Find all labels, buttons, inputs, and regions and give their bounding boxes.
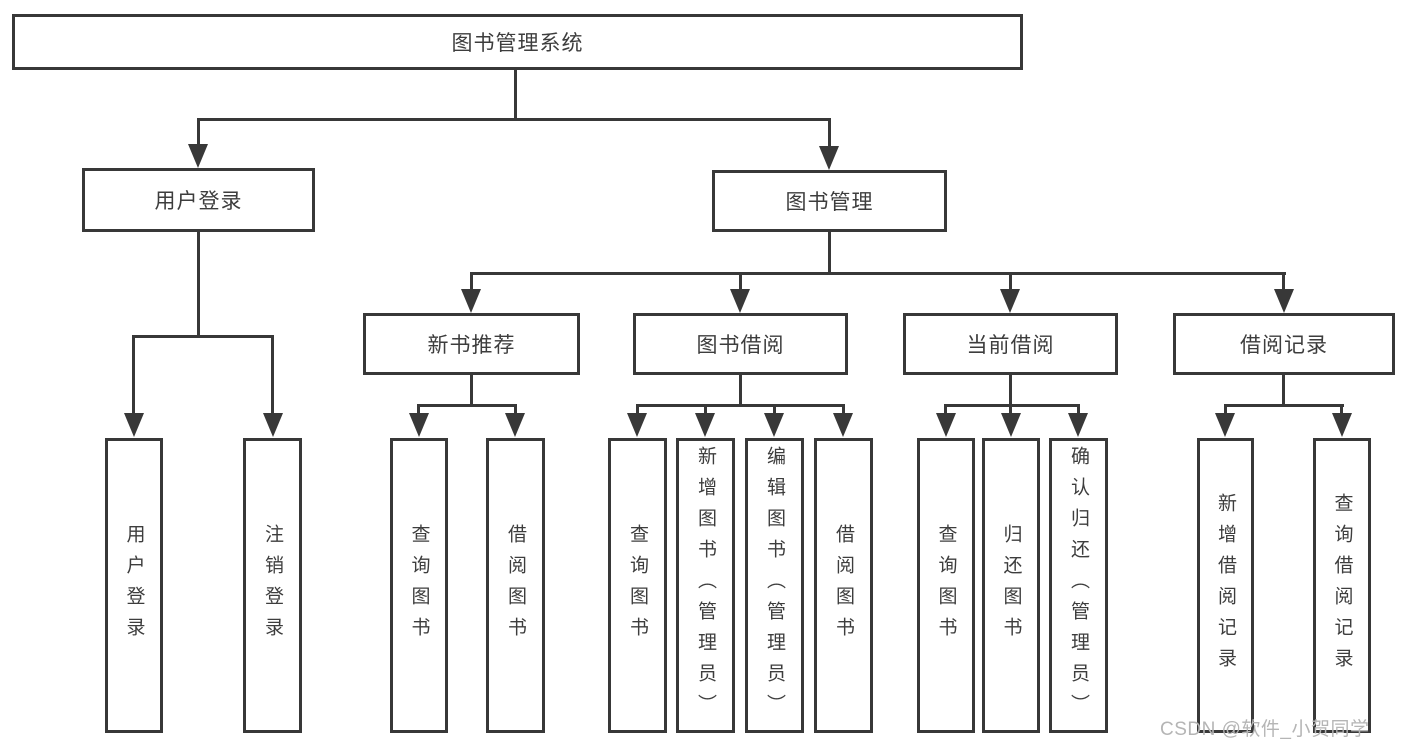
node-book-management: 图书管理 (712, 170, 947, 232)
leaf-return-books-label: 归还图书 (1000, 523, 1022, 648)
connector-line (197, 121, 200, 146)
leaf-borrow-query-books: 查询图书 (608, 438, 667, 733)
connector-line (828, 232, 831, 275)
connector-line (271, 338, 274, 413)
connector-line (944, 404, 1080, 407)
leaf-query-borrow-record: 查询借阅记录 (1313, 438, 1371, 733)
arrowhead-down-icon (819, 146, 839, 170)
leaf-borrow-books-label: 借阅图书 (833, 523, 854, 648)
arrowhead-down-icon (764, 413, 784, 437)
arrowhead-down-icon (1068, 413, 1088, 437)
leaf-user-login-label: 用户登录 (123, 523, 145, 648)
connector-line (1282, 275, 1285, 291)
leaf-confirm-return-admin-label: 确认归还（管理员） (1068, 446, 1089, 725)
connector-line (470, 272, 1286, 275)
node-borrow-records-label: 借阅记录 (1240, 334, 1328, 357)
connector-line (704, 407, 707, 414)
node-book-borrow: 图书借阅 (633, 313, 848, 375)
arrowhead-down-icon (1001, 413, 1021, 437)
node-current-borrow-label: 当前借阅 (966, 334, 1055, 357)
leaf-edit-books-admin: 编辑图书（管理员） (745, 438, 804, 733)
connector-line (944, 407, 947, 414)
leaf-logout: 注销登录 (243, 438, 302, 733)
leaf-return-books: 归还图书 (982, 438, 1040, 733)
connector-line (636, 407, 639, 414)
arrowhead-down-icon (124, 413, 144, 437)
leaf-recommend-query-books: 查询图书 (390, 438, 448, 733)
arrowhead-down-icon (263, 413, 283, 437)
node-root: 图书管理系统 (12, 14, 1023, 70)
leaf-logout-label: 注销登录 (262, 523, 283, 648)
connector-line (842, 407, 845, 414)
leaf-confirm-return-admin: 确认归还（管理员） (1049, 438, 1108, 733)
connector-line (1009, 375, 1012, 404)
connector-line (1224, 404, 1344, 407)
arrowhead-down-icon (695, 413, 715, 437)
connector-line (636, 404, 845, 407)
arrowhead-down-icon (1000, 289, 1020, 313)
arrowhead-down-icon (1274, 289, 1294, 313)
connector-line (132, 335, 274, 338)
node-book-management-label: 图书管理 (785, 191, 874, 214)
node-user-login: 用户登录 (82, 168, 315, 232)
connector-line (470, 375, 473, 404)
arrowhead-down-icon (409, 413, 429, 437)
arrowhead-down-icon (1215, 413, 1235, 437)
connector-line (739, 375, 742, 404)
arrowhead-down-icon (188, 144, 208, 168)
connector-line (1282, 375, 1285, 404)
arrowhead-down-icon (1332, 413, 1352, 437)
connector-line (1340, 407, 1343, 414)
connector-line (197, 232, 200, 338)
arrowhead-down-icon (627, 413, 647, 437)
leaf-current-query-books-label: 查询图书 (935, 523, 957, 648)
leaf-recommend-query-books-label: 查询图书 (408, 523, 430, 648)
connector-line (417, 407, 420, 414)
connector-line (1224, 407, 1227, 414)
arrowhead-down-icon (936, 413, 956, 437)
connector-line (514, 407, 517, 414)
connector-line (197, 118, 831, 121)
node-root-label: 图书管理系统 (451, 32, 584, 55)
csdn-watermark: CSDN @软件_小贺同学 (1160, 719, 1370, 740)
leaf-borrow-query-books-label: 查询图书 (627, 523, 648, 648)
connector-line (1077, 407, 1080, 414)
node-current-borrow: 当前借阅 (903, 313, 1118, 375)
leaf-add-borrow-record-label: 新增借阅记录 (1215, 492, 1236, 679)
arrowhead-down-icon (730, 289, 750, 313)
leaf-recommend-borrow-books-label: 借阅图书 (505, 523, 526, 648)
connector-line (739, 275, 742, 291)
arrowhead-down-icon (505, 413, 525, 437)
leaf-recommend-borrow-books: 借阅图书 (486, 438, 545, 733)
connector-line (514, 70, 517, 118)
leaf-add-borrow-record: 新增借阅记录 (1197, 438, 1254, 733)
node-borrow-records: 借阅记录 (1173, 313, 1395, 375)
leaf-borrow-books: 借阅图书 (814, 438, 873, 733)
connector-line (1009, 407, 1012, 414)
connector-line (417, 404, 517, 407)
leaf-edit-books-admin-label: 编辑图书（管理员） (764, 446, 785, 725)
connector-line (132, 338, 135, 413)
arrowhead-down-icon (833, 413, 853, 437)
leaf-user-login: 用户登录 (105, 438, 163, 733)
node-user-login-label: 用户登录 (154, 190, 243, 213)
leaf-current-query-books: 查询图书 (917, 438, 975, 733)
connector-line (1009, 275, 1012, 291)
node-new-book-recommend-label: 新书推荐 (427, 334, 516, 357)
node-book-borrow-label: 图书借阅 (696, 334, 785, 357)
leaf-query-borrow-record-label: 查询借阅记录 (1331, 492, 1353, 679)
connector-line (470, 275, 473, 291)
node-new-book-recommend: 新书推荐 (363, 313, 580, 375)
connector-line (773, 407, 776, 414)
connector-line (828, 121, 831, 147)
leaf-add-books-admin-label: 新增图书（管理员） (695, 446, 716, 725)
leaf-add-books-admin: 新增图书（管理员） (676, 438, 735, 733)
arrowhead-down-icon (461, 289, 481, 313)
